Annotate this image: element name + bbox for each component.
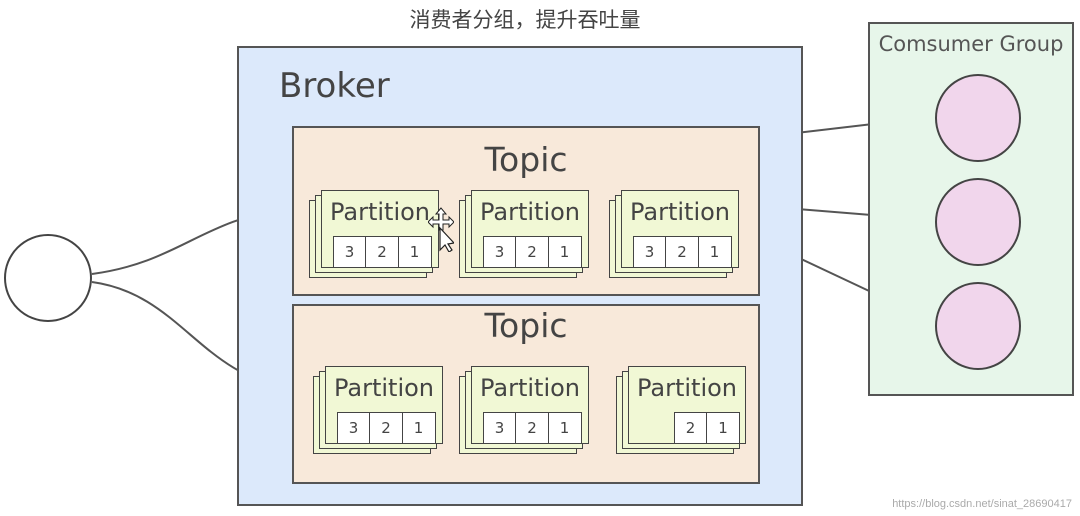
broker-label: Broker [279, 66, 390, 106]
diagram-caption: 消费者分组，提升吞吐量 [409, 8, 641, 32]
partition-cell: 2 [515, 236, 549, 268]
partition-cell: 2 [369, 412, 403, 444]
partition-label: Partition [636, 374, 738, 402]
consumer-group-label: Comsumer Group [878, 32, 1064, 56]
partition-cell: 3 [482, 412, 517, 444]
consumer-group-box: Comsumer Group [868, 22, 1074, 396]
partition-cell: 1 [706, 412, 740, 444]
watermark: https://blog.csdn.net/sinat_28690417 [892, 498, 1072, 510]
partition-box: Partition 2 1 [616, 366, 746, 454]
partition-cell: 3 [482, 236, 517, 268]
partition-cell: 3 [332, 236, 367, 268]
partition-box: Partition 3 2 1 [459, 190, 589, 278]
partition-label: Partition [629, 198, 731, 226]
partition-cell: 2 [665, 236, 699, 268]
partition-cell: 1 [401, 412, 436, 444]
partition-cell: 2 [673, 412, 708, 444]
partition-box: Partition 3 2 1 [313, 366, 443, 454]
partition-label: Partition [479, 198, 581, 226]
consumer-node [935, 74, 1021, 162]
producer-node [4, 234, 92, 322]
partition-cell: 3 [336, 412, 371, 444]
partition-cell: 1 [397, 236, 432, 268]
topic-label: Topic [484, 306, 568, 345]
consumer-node [935, 178, 1021, 266]
consumer-node [935, 282, 1021, 370]
partition-box: Partition 3 2 1 [309, 190, 439, 278]
partition-label: Partition [479, 374, 581, 402]
topic-1: Topic Partition 3 2 1 Partition 3 2 1 [292, 126, 760, 296]
broker-box: Broker Topic Partition 3 2 1 Partition 3… [237, 46, 803, 506]
partition-cell: 1 [697, 236, 732, 268]
partition-box: Partition 3 2 1 [459, 366, 589, 454]
partition-cell: 2 [365, 236, 399, 268]
topic-2: Topic Partition 3 2 1 Partition 3 2 1 [292, 304, 760, 484]
partition-cell: 2 [515, 412, 549, 444]
partition-box: Partition 3 2 1 [609, 190, 739, 278]
partition-cell: 1 [547, 412, 582, 444]
partition-label: Partition [333, 374, 435, 402]
mouse-cursor-icon [428, 207, 454, 252]
topic-label: Topic [484, 140, 568, 179]
partition-label: Partition [329, 198, 431, 226]
partition-cell: 3 [632, 236, 667, 268]
partition-cell: 1 [547, 236, 582, 268]
